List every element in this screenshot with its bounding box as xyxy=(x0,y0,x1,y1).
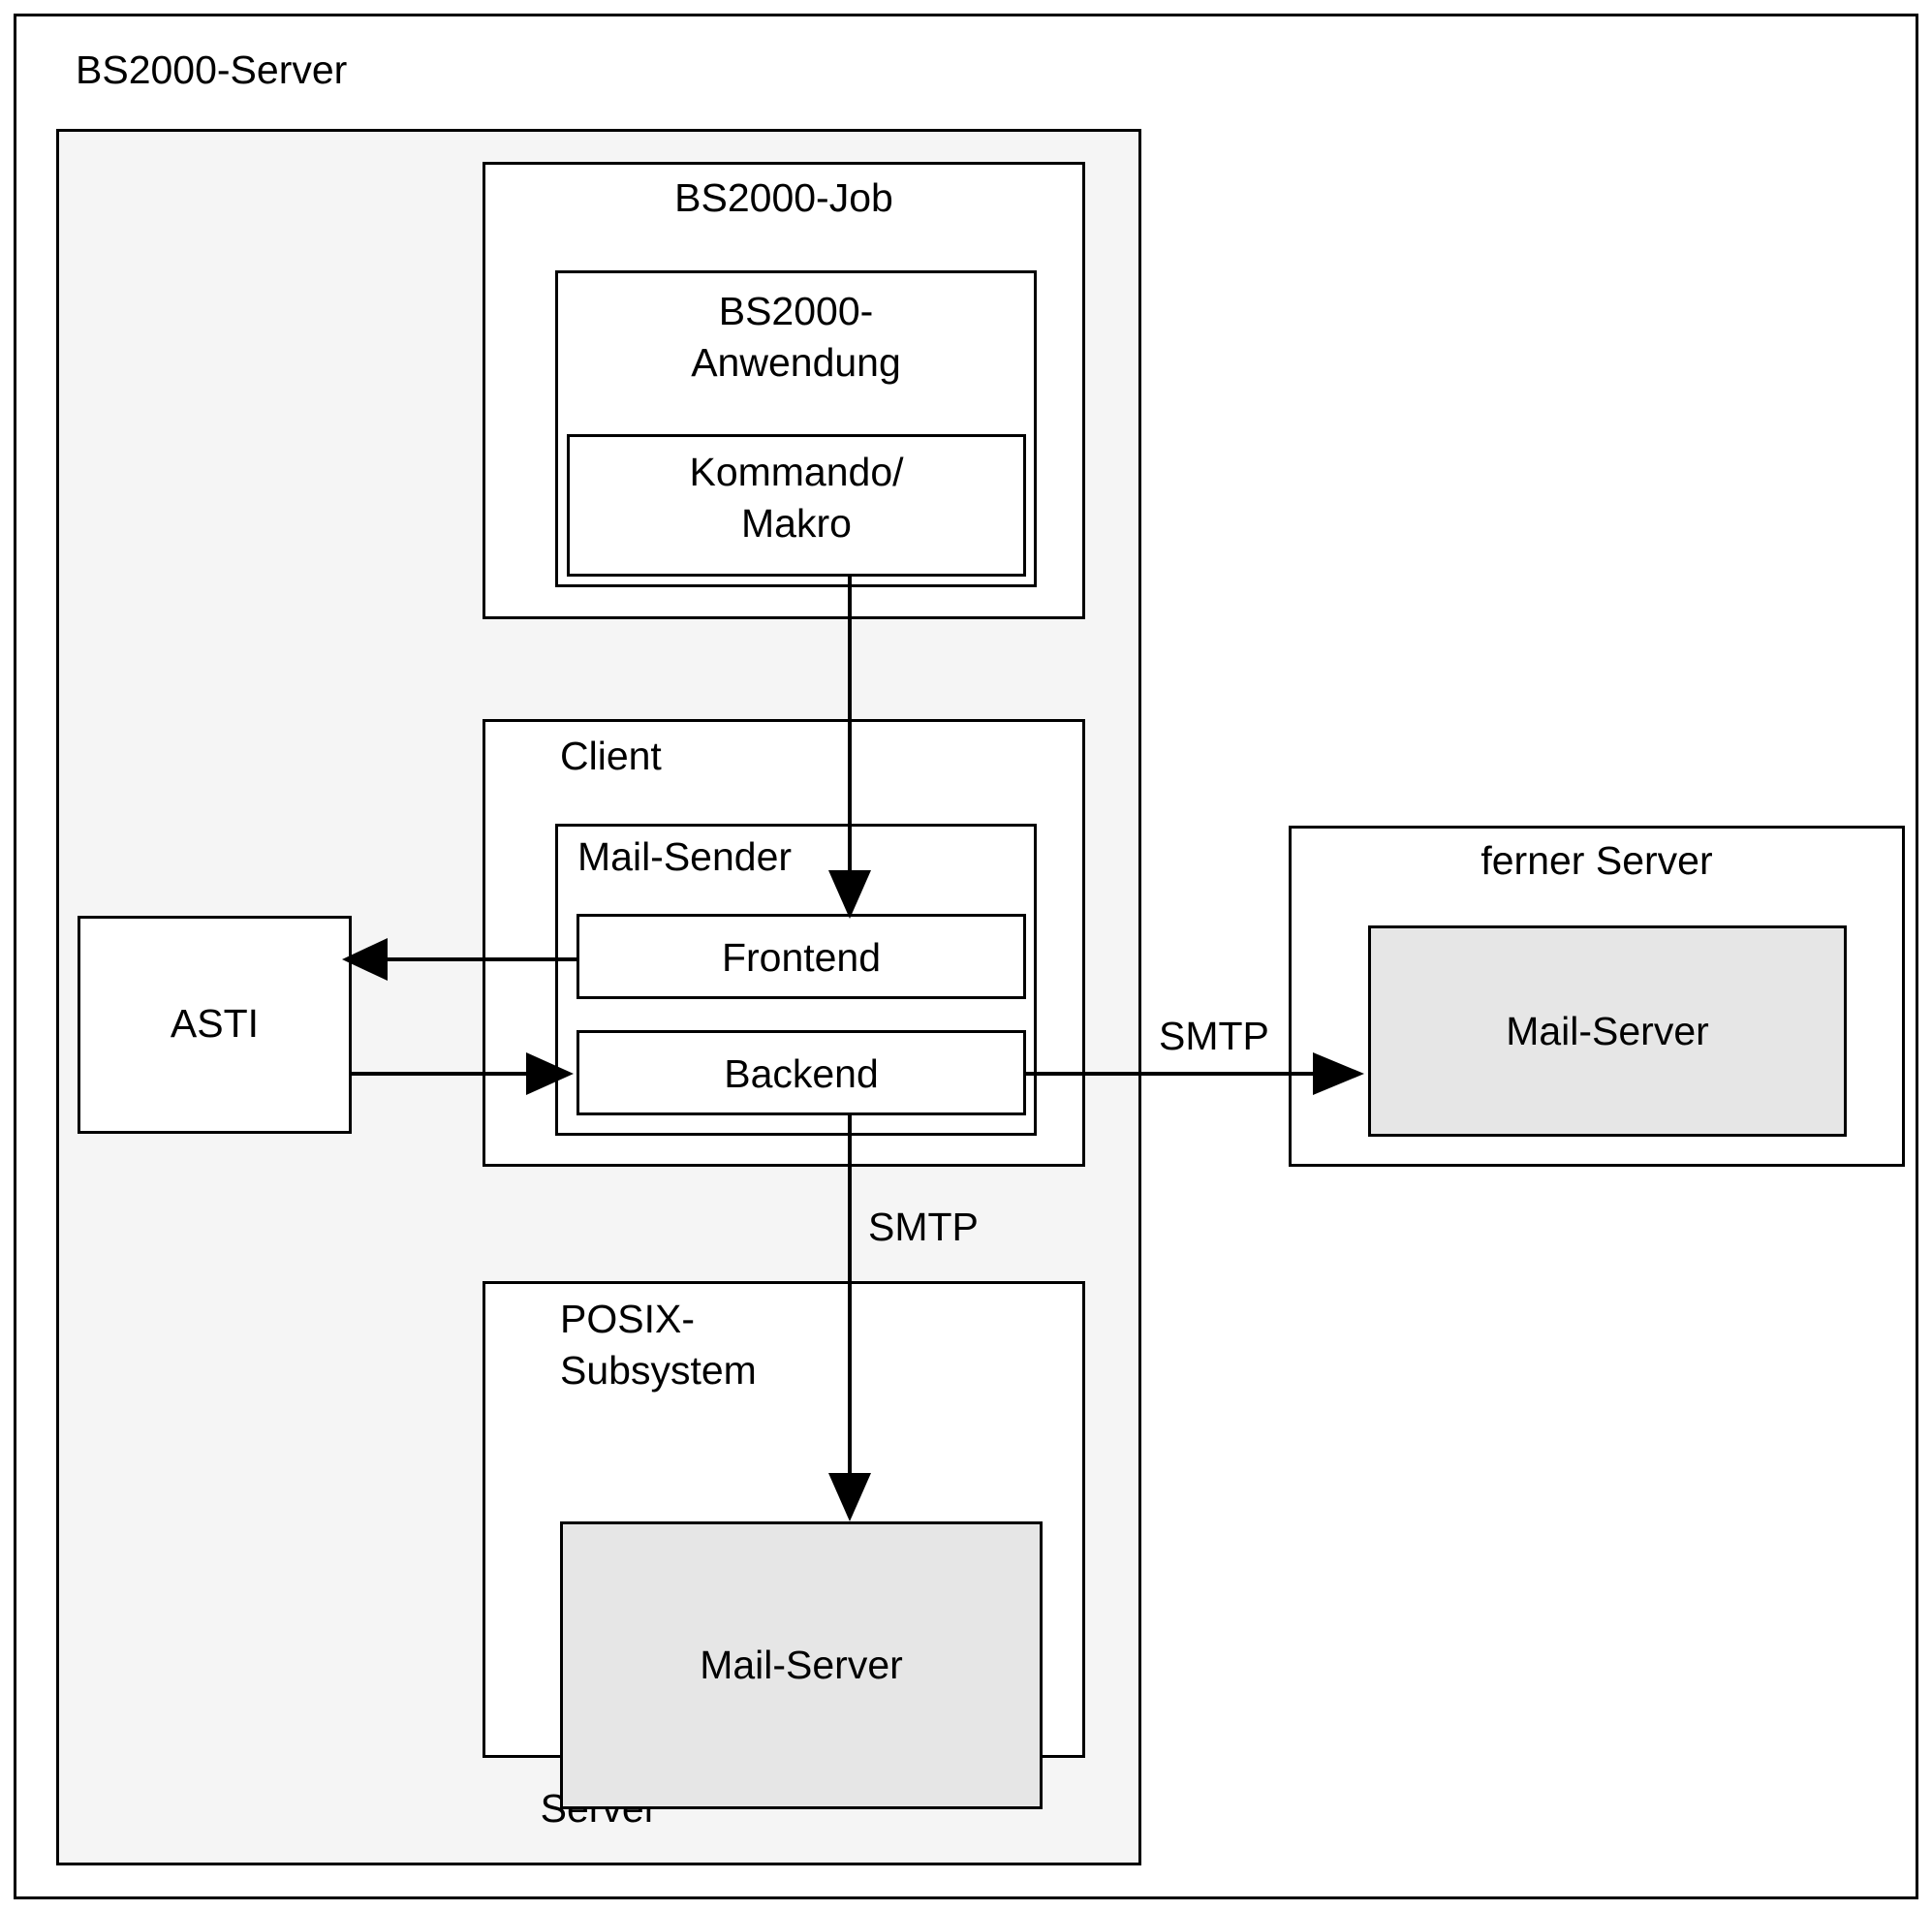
client-label: Client xyxy=(560,734,662,778)
smtp-label-down: SMTP xyxy=(868,1205,979,1249)
kommando-makro-label-line1: Kommando/ xyxy=(689,450,904,494)
bs2000-anwendung-label-line1: BS2000- xyxy=(718,289,874,333)
ferner-mail-server-box xyxy=(1368,925,1847,1137)
kommando-makro-label-line2: Makro xyxy=(741,501,852,546)
posix-subsystem-label-line2: Subsystem xyxy=(560,1348,757,1393)
bs2000-anwendung-label-line2: Anwendung xyxy=(691,340,901,385)
kommando-makro-box xyxy=(567,434,1026,577)
ferner-mail-server-label: Mail-Server xyxy=(1506,1009,1709,1053)
frontend-label: Frontend xyxy=(721,935,882,980)
posix-mail-server-box xyxy=(560,1521,1043,1809)
asti-box xyxy=(78,916,352,1134)
bs2000-job-label: BS2000-Job xyxy=(674,175,893,220)
backend-box xyxy=(576,1030,1026,1115)
posix-mail-server-label: Mail-Server xyxy=(700,1643,903,1687)
asti-label: ASTI xyxy=(170,1001,260,1046)
backend-label: Backend xyxy=(724,1051,879,1096)
outer-frame-label: BS2000-Server xyxy=(76,47,348,92)
smtp-label-right: SMTP xyxy=(1159,1014,1269,1058)
posix-subsystem-label-line1: POSIX- xyxy=(560,1297,695,1341)
mail-sender-label: Mail-Sender xyxy=(577,834,793,879)
frontend-box xyxy=(576,914,1026,999)
ferner-server-label: ferner Server xyxy=(1480,838,1713,883)
